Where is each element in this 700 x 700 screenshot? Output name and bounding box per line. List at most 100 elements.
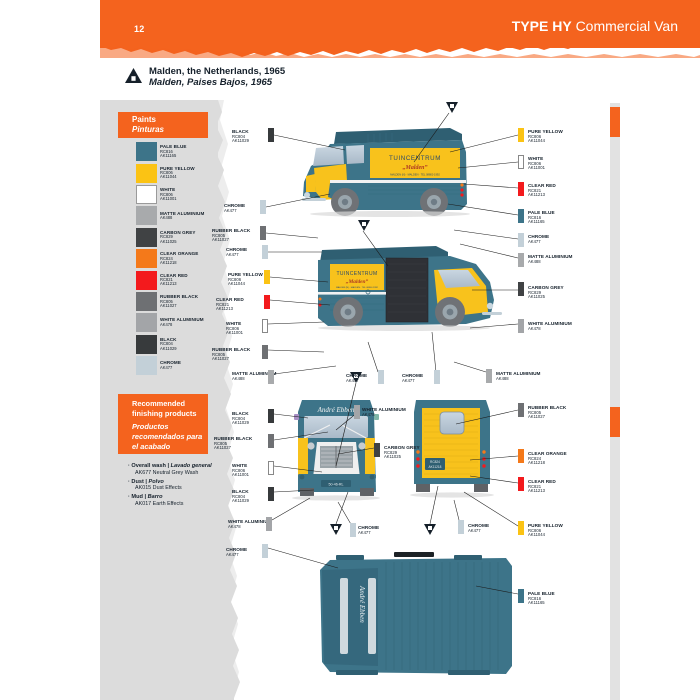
paint-code-secondary: AK11165 [160, 152, 177, 158]
right-rail-accent-top [610, 107, 620, 137]
callout-paint-name: BLACK [232, 411, 249, 416]
paint-name: CLEAR RED [160, 272, 188, 278]
callout-code-secondary: AK11029 [232, 498, 249, 504]
callout-code-primary: RC804 [232, 415, 246, 421]
paint-code-primary: RC806 [160, 170, 173, 176]
paints-panel-header: Paints Pinturas [118, 112, 208, 138]
callout-code-primary: AK477 [468, 527, 481, 533]
subtitle-en: Malden, the Netherlands, 1965 [149, 66, 286, 77]
callout-paint-name: PURE YELLOW [528, 129, 563, 134]
callout-paint-name: CLEAR RED [216, 297, 244, 302]
paint-code-secondary: AK11044 [160, 174, 177, 180]
callout-code-secondary: AK11025 [528, 294, 545, 300]
callout-code-secondary: AK11213 [216, 306, 233, 312]
callout-swatch [518, 253, 524, 267]
callout-code-secondary: AK11025 [384, 454, 401, 460]
callout-code-secondary: AK11027 [212, 356, 229, 362]
paint-name: WHITE ALUMINIUM [160, 317, 204, 323]
callout-swatch [350, 523, 356, 537]
callout-paint-name: CLEAR RED [528, 479, 556, 484]
paint-name: BLACK [160, 336, 177, 342]
recommended-heading-en: Recommended finishing products [132, 399, 197, 418]
paint-swatch [136, 334, 157, 354]
paint-code-primary: RC816 [160, 148, 173, 154]
callout-leader-line [267, 547, 339, 569]
callout-code-primary: AK488 [528, 258, 541, 264]
callout-paint-name: MATTE ALUMINIUM [232, 371, 277, 376]
callout-leader-line [271, 497, 311, 521]
callout-swatch [374, 443, 380, 457]
callout-swatch [268, 487, 274, 501]
callout-swatch [518, 182, 524, 196]
callout-code-secondary: AK11213 [528, 488, 545, 494]
callout-code-primary: RC805 [212, 351, 226, 357]
van-view-roof: André Ebben [320, 552, 512, 675]
callout-leader-line [453, 361, 487, 373]
paint-swatch [136, 206, 157, 226]
callout-swatch [486, 369, 492, 383]
torn-edge-svg [100, 36, 700, 58]
callout-swatch [262, 245, 268, 259]
svg-text:André Ebben: André Ebben [358, 585, 366, 623]
callout-paint-name: PURE YELLOW [528, 523, 563, 528]
van-view-front: André Ebben [292, 400, 380, 501]
callout-code-primary: AK477 [402, 377, 415, 383]
callout-paint-name: CHROME [528, 234, 550, 239]
callout-swatch [434, 370, 440, 384]
header-torn-edge [100, 36, 700, 58]
view-marker-5 [424, 524, 436, 535]
paint-swatch [136, 163, 157, 183]
callout-leader-line [459, 243, 519, 259]
callout-code-secondary: AK11027 [212, 237, 229, 243]
triangle-marker-icon [125, 68, 142, 83]
callout-swatch [518, 155, 524, 169]
callout-code-secondary: AK11165 [528, 219, 545, 225]
view-marker-4 [330, 524, 342, 535]
callout-paint-name: CARBON GREY [384, 445, 420, 450]
callout-code-secondary: AK11029 [232, 420, 249, 426]
svg-text:TUINCENTRUM: TUINCENTRUM [336, 271, 377, 277]
paint-code-secondary: AK11218 [160, 259, 177, 265]
callout-leader-line [337, 447, 375, 455]
callout-leader-line [273, 431, 329, 441]
callout-leader-line [475, 585, 519, 595]
paint-code-primary: RC824 [160, 255, 173, 261]
callout-paint-name: RUBBER BLACK [528, 405, 567, 410]
callout-code-primary: RC821 [528, 187, 542, 193]
recommended-item-label: · Dust | Polvo [128, 478, 164, 485]
svg-text:MALDEN (N) · MALDEN · TEL 0880: MALDEN (N) · MALDEN · TEL 08800 1992 [390, 173, 440, 177]
callout-code-secondary: AK11165 [528, 600, 545, 606]
callout-code-primary: AK477 [528, 238, 541, 244]
callout-code-primary: RC824 [528, 455, 542, 461]
callout-paint-name: WHITE [232, 463, 248, 468]
subtitle-es: Malden, Paises Bajos, 1965 [149, 77, 273, 89]
callout-swatch [458, 520, 464, 534]
callout-leader-line [449, 134, 519, 153]
callout-swatch [268, 409, 274, 423]
callout-leader-line [469, 475, 519, 484]
callout-leader-line [457, 161, 519, 169]
callout-code-primary: RC805 [212, 232, 226, 238]
